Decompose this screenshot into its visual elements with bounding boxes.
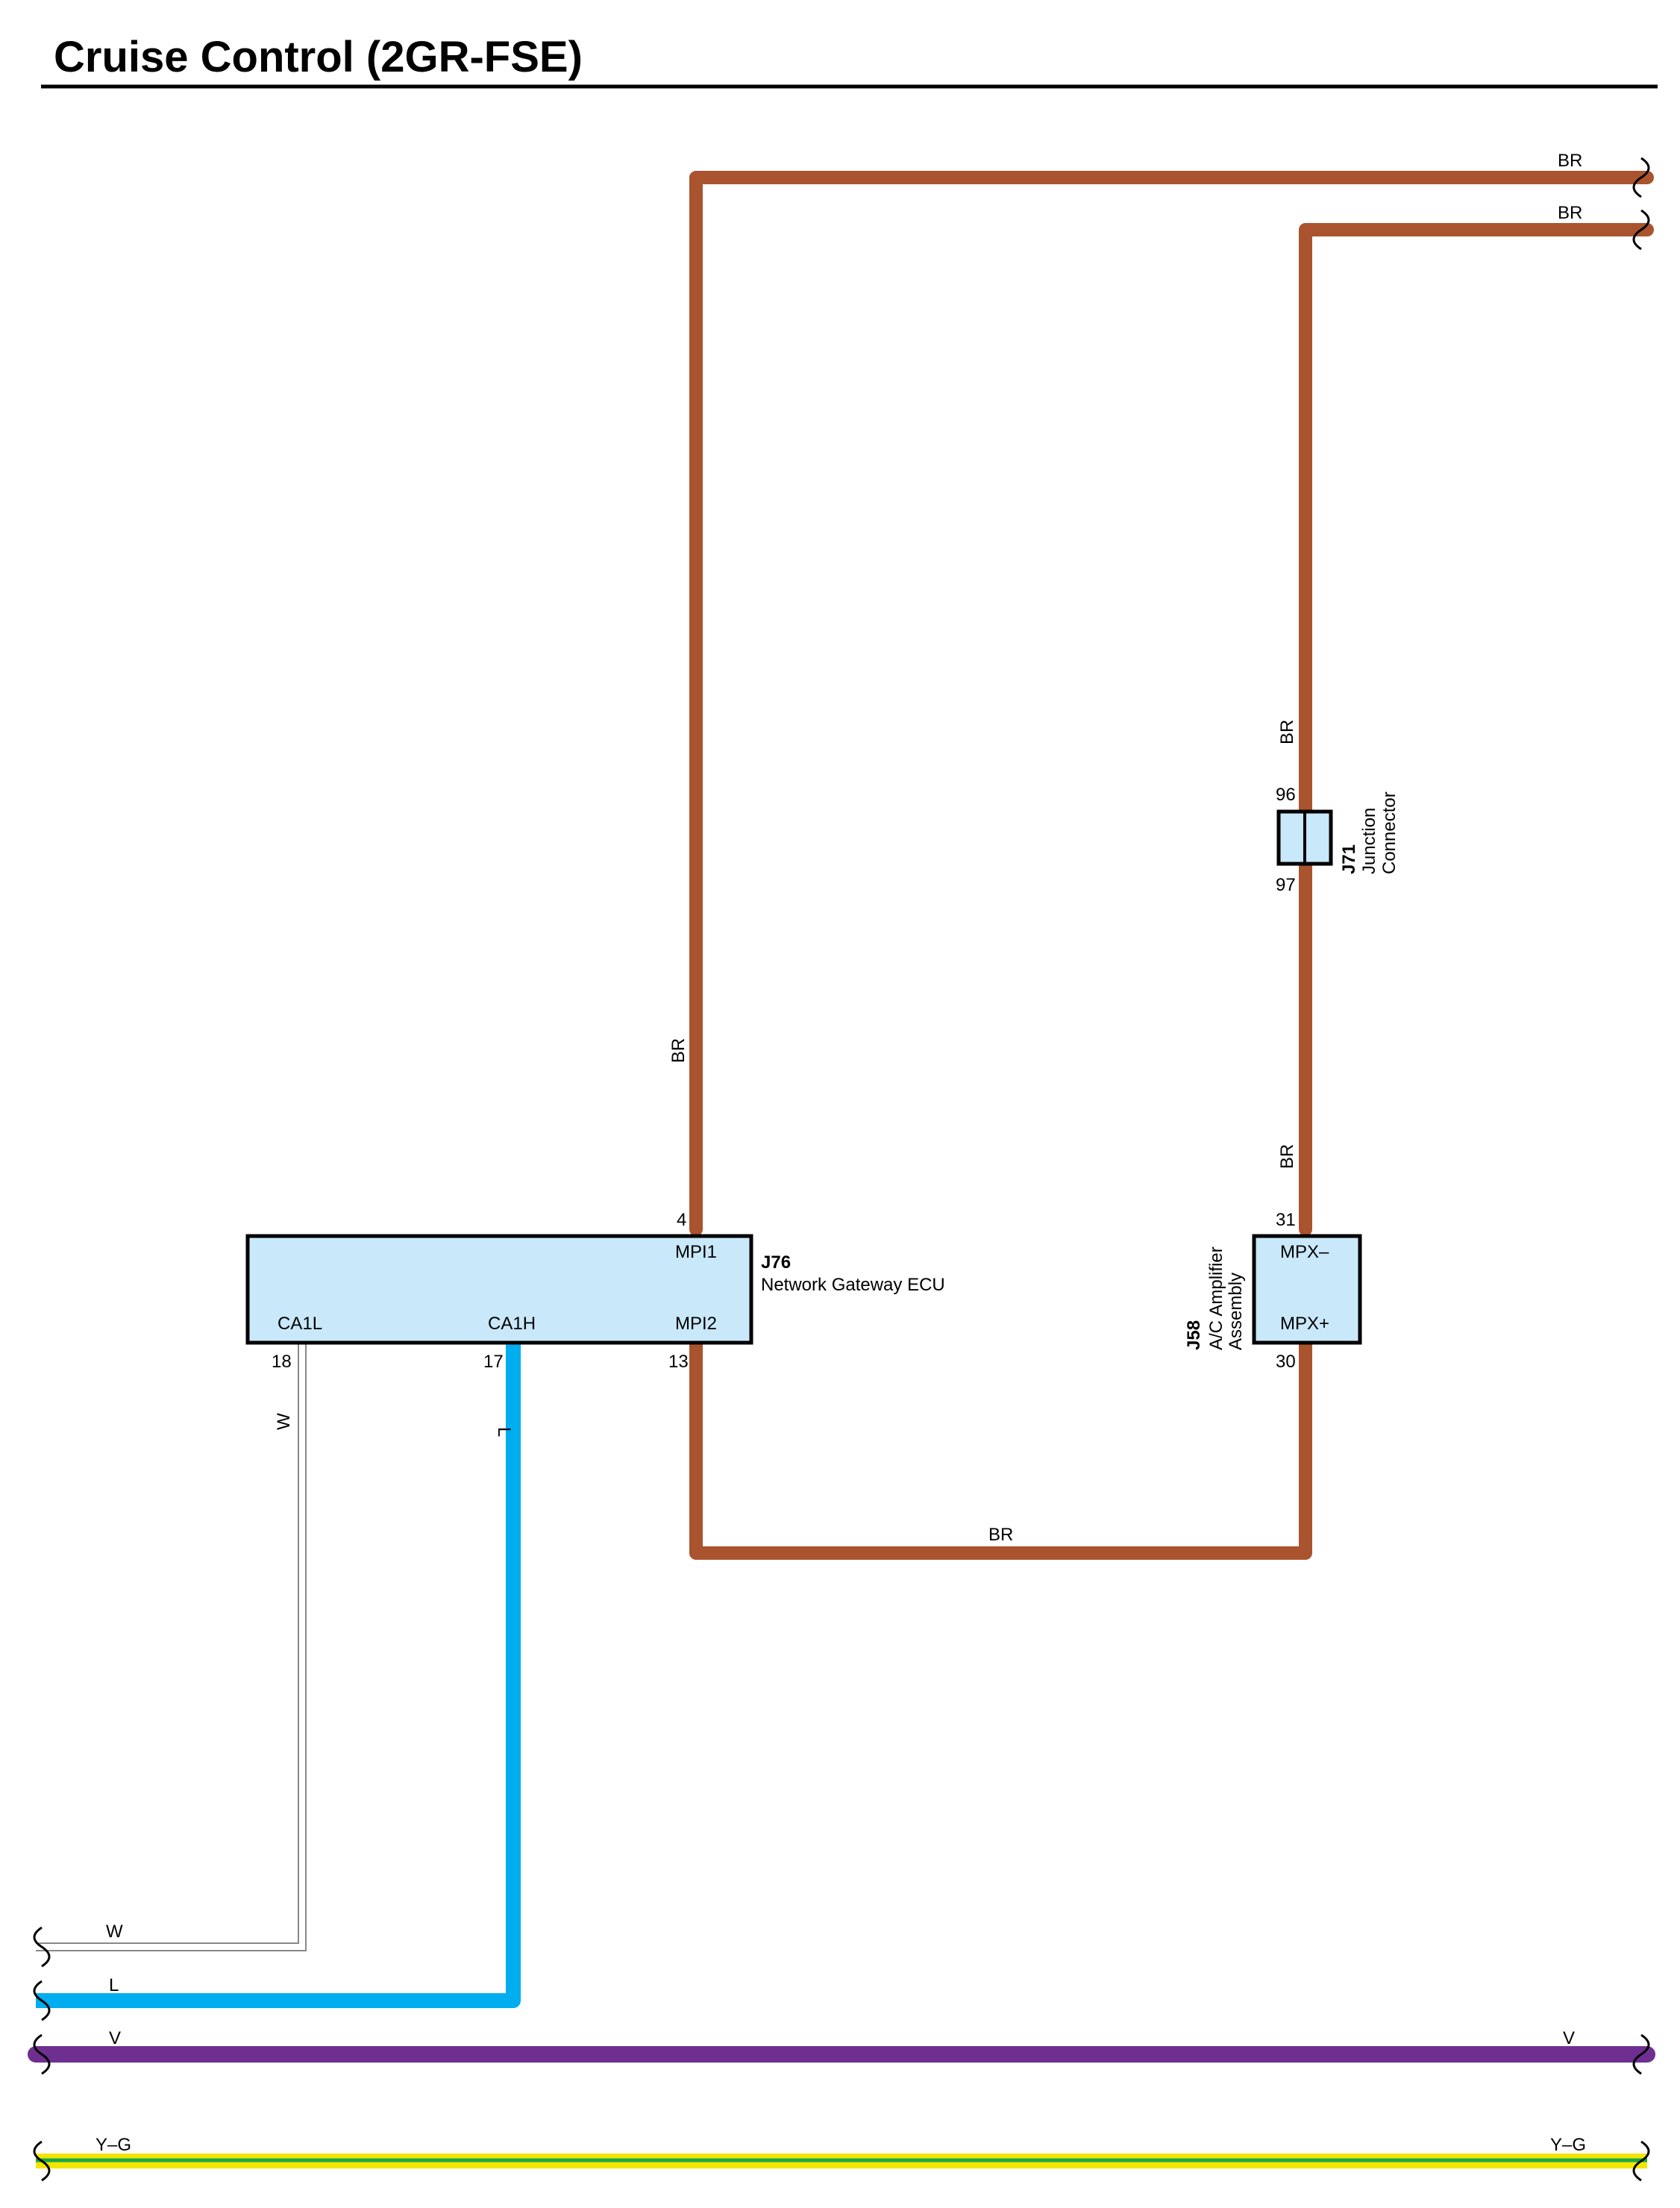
j76-pin-17-number: 17 [483,1352,504,1372]
wire-label-w-vertical: W [274,1413,294,1430]
j76-name: Network Gateway ECU [761,1275,945,1295]
break-mark-right-br2 [1632,209,1650,251]
j58-box [1252,1234,1362,1345]
break-mark-right-br1 [1632,157,1650,198]
j58-pin-31-number: 31 [1276,1210,1296,1230]
wire-label-br-top1: BR [1558,151,1582,171]
wire-label-v-right: V [1563,2028,1575,2048]
yg-wire [36,2154,1647,2168]
j58-name-line2: Assembly [1226,1273,1246,1350]
break-mark-left-yg [33,2140,51,2182]
wire-label-br-j71-upper: BR [1277,720,1297,744]
wire-label-v-left: V [109,2028,121,2048]
j76-pin-13-number: 13 [668,1352,689,1372]
j76-pin-ca1l-label: CA1L [278,1314,322,1334]
br-wire-loop [689,171,1654,1560]
j76-box [245,1234,753,1345]
break-mark-left-v [33,2033,51,2075]
j76-network-gateway-ecu: MPI1 MPI2 CA1L CA1H 4 13 18 17 J76 Netwo… [245,1210,945,1372]
j58-pin-mpx-plus-label: MPX+ [1280,1314,1329,1334]
j71-pin-96-number: 96 [1276,785,1296,805]
j58-name-line1: A/C Amplifier [1206,1246,1226,1350]
j76-pin-18-number: 18 [272,1352,292,1372]
w-wire [36,1343,307,1951]
wire-label-yg-right: Y–G [1550,2135,1586,2155]
wire-label-l-bottom: L [109,1975,119,1995]
wire-label-w-bottom: W [106,1922,123,1942]
j71-pin-97-number: 97 [1276,875,1296,895]
wire-label-br-top2: BR [1558,203,1582,223]
wire-label-yg-left: Y–G [95,2135,131,2155]
wire-labels: BR BR BR BR BR BR W L W L V V Y–G Y–G [95,151,1586,2155]
wire-label-l-vertical: L [494,1427,514,1437]
break-mark-left-l [33,1980,51,2022]
j58-ac-amplifier-assembly: MPX– MPX+ 31 30 J58 A/C Amplifier Assemb… [1184,1210,1362,1372]
j76-pin-ca1h-label: CA1H [488,1314,536,1334]
br-wire-j76-mpi2-to-j58 [689,1337,1312,1560]
j71-code: J71 [1339,844,1359,874]
j58-pin-mpx-minus-label: MPX– [1280,1242,1329,1262]
page-title: Cruise Control (2GR-FSE) [54,33,583,81]
j76-pin-4-number: 4 [677,1210,686,1230]
j58-pin-30-number: 30 [1276,1352,1296,1372]
j71-junction-connector: 96 97 J71 Junction Connector [1276,785,1400,895]
l-wire [36,1343,521,2008]
wire-label-br-left-vertical: BR [668,1038,689,1063]
break-mark-right-yg [1632,2140,1650,2182]
wire-break-marks [33,157,1650,2182]
br-wire-top2-to-j58 [1299,223,1654,1236]
j71-name-line1: Junction [1359,808,1379,874]
j76-code: J76 [761,1252,791,1273]
j71-name-line2: Connector [1379,791,1400,874]
break-mark-right-v [1632,2033,1650,2075]
wire-label-br-j71-lower: BR [1277,1144,1297,1169]
break-mark-left-w [33,1926,51,1968]
br-wire-top-to-j76-mpi1 [689,171,1654,1236]
j58-code: J58 [1184,1320,1204,1350]
j76-pin-mpi2-label: MPI2 [675,1314,717,1334]
j76-pin-mpi1-label: MPI1 [675,1242,717,1262]
wire-label-br-bottom: BR [988,1525,1013,1545]
